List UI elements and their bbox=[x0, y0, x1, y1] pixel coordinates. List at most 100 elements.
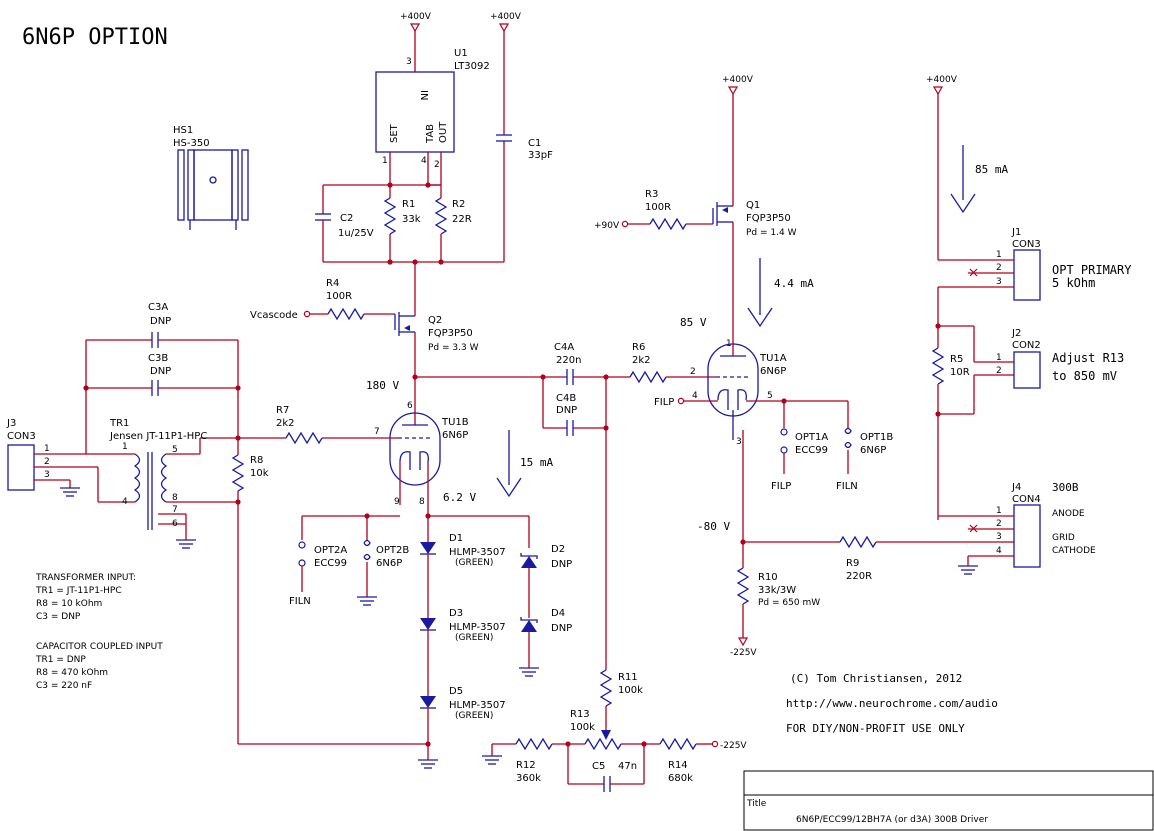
svg-text:OPT2B: OPT2B bbox=[376, 545, 409, 556]
svg-text:6N6P/ECC99/12BH7A (or d3A) 300: 6N6P/ECC99/12BH7A (or d3A) 300B Driver bbox=[796, 815, 988, 825]
svg-text:4: 4 bbox=[421, 156, 427, 166]
svg-text:47n: 47n bbox=[618, 761, 637, 772]
svg-text:8: 8 bbox=[172, 493, 178, 503]
svg-text:Adjust R13: Adjust R13 bbox=[1052, 351, 1124, 365]
svg-text:2: 2 bbox=[996, 366, 1002, 376]
svg-text:2: 2 bbox=[434, 160, 440, 170]
svg-text:(GREEN): (GREEN) bbox=[455, 633, 493, 643]
svg-text:100R: 100R bbox=[645, 202, 671, 213]
svg-text:OPT1A: OPT1A bbox=[795, 432, 828, 443]
svg-text:2: 2 bbox=[996, 519, 1002, 529]
svg-text:CATHODE: CATHODE bbox=[1052, 546, 1096, 556]
svg-text:R14: R14 bbox=[668, 760, 688, 771]
svg-text:C5: C5 bbox=[592, 761, 605, 772]
svg-text:-80 V: -80 V bbox=[697, 520, 730, 533]
tu1b-triode: 6 TU1B 6N6P 9 8 7 R7 2k2 bbox=[200, 400, 469, 515]
svg-text:1: 1 bbox=[44, 444, 50, 454]
svg-text:HS-350: HS-350 bbox=[173, 138, 210, 149]
svg-text:R2: R2 bbox=[452, 199, 465, 210]
svg-text:C4A: C4A bbox=[554, 342, 574, 353]
svg-text:D4: D4 bbox=[551, 608, 565, 619]
svg-text:CON3: CON3 bbox=[7, 431, 36, 442]
svg-text:HLMP-3507: HLMP-3507 bbox=[449, 700, 506, 711]
u1-ref: U1 bbox=[454, 48, 468, 59]
svg-text:1: 1 bbox=[996, 506, 1002, 516]
svg-text:TR1 = JT-11P1-HPC: TR1 = JT-11P1-HPC bbox=[35, 586, 122, 596]
svg-text:HLMP-3507: HLMP-3507 bbox=[449, 547, 506, 558]
svg-text:2: 2 bbox=[44, 457, 50, 467]
svg-text:4: 4 bbox=[692, 391, 698, 401]
svg-text:DNP: DNP bbox=[551, 559, 572, 570]
svg-text:2: 2 bbox=[996, 263, 1002, 273]
svg-text:Title: Title bbox=[746, 799, 767, 809]
svg-text:33pF: 33pF bbox=[528, 150, 553, 161]
svg-text:10k: 10k bbox=[250, 468, 269, 479]
input-section: J3 CON3 1 2 3 1 4 5 8 7 6 TR1 Jensen bbox=[6, 302, 428, 745]
svg-text:R8 = 10 kOhm: R8 = 10 kOhm bbox=[36, 599, 102, 609]
node-180v: 180 V C4A 220n C4B DNP R6 2k2 2 bbox=[366, 342, 716, 670]
svg-text:FILN: FILN bbox=[289, 596, 311, 607]
svg-text:FOR DIY/NON-PROFIT USE ONLY: FOR DIY/NON-PROFIT USE ONLY bbox=[786, 722, 965, 735]
svg-text:TAB: TAB bbox=[425, 124, 436, 144]
svg-text:6N6P: 6N6P bbox=[760, 366, 786, 377]
svg-text:R6: R6 bbox=[632, 342, 645, 353]
svg-text:6N6P: 6N6P bbox=[860, 445, 886, 456]
svg-text:FILP: FILP bbox=[654, 397, 674, 408]
svg-text:C3 = 220 nF: C3 = 220 nF bbox=[36, 681, 92, 691]
supply-u1: +400V bbox=[400, 12, 432, 22]
supply-j1: +400V bbox=[926, 75, 958, 85]
svg-text:J3: J3 bbox=[6, 418, 16, 429]
u1-part: LT3092 bbox=[454, 61, 490, 72]
svg-text:(GREEN): (GREEN) bbox=[455, 558, 493, 568]
svg-text:OPT PRIMARY: OPT PRIMARY bbox=[1052, 263, 1132, 277]
svg-text:ECC99: ECC99 bbox=[314, 558, 347, 569]
svg-text:C4B: C4B bbox=[556, 393, 576, 404]
svg-text:6.2 V: 6.2 V bbox=[443, 491, 476, 504]
svg-text:100k: 100k bbox=[570, 722, 595, 733]
svg-text:(GREEN): (GREEN) bbox=[455, 711, 493, 721]
svg-text:6: 6 bbox=[172, 519, 178, 529]
svg-text:6N6P: 6N6P bbox=[442, 430, 468, 441]
svg-text:5 kOhm: 5 kOhm bbox=[1052, 276, 1095, 290]
svg-text:ANODE: ANODE bbox=[1052, 509, 1085, 519]
svg-text:1u/25V: 1u/25V bbox=[338, 228, 374, 239]
svg-text:15 mA: 15 mA bbox=[520, 456, 553, 469]
title-block: Title 6N6P/ECC99/12BH7A (or d3A) 300B Dr… bbox=[743, 770, 1154, 831]
tu1a-triode: 1 TU1A 6N6P FILP 4 5 3 FILP OPT1A ECC99 … bbox=[654, 339, 893, 542]
svg-text:1: 1 bbox=[996, 250, 1002, 260]
svg-text:D3: D3 bbox=[449, 608, 463, 619]
svg-text:4.4 mA: 4.4 mA bbox=[774, 277, 814, 290]
svg-text:85 V: 85 V bbox=[680, 316, 707, 329]
svg-text:33k: 33k bbox=[402, 214, 421, 225]
svg-text:R10: R10 bbox=[758, 572, 778, 583]
node-m80v: -80 V R9 220R -225V R10 33k/3W Pd = 650 … bbox=[697, 520, 1014, 658]
svg-text:100R: 100R bbox=[326, 291, 352, 302]
svg-text:R3: R3 bbox=[645, 189, 658, 200]
svg-text:D2: D2 bbox=[551, 544, 565, 555]
svg-text:220n: 220n bbox=[556, 355, 581, 366]
svg-text:100k: 100k bbox=[618, 685, 643, 696]
schematic-title: 6N6P OPTION bbox=[22, 25, 168, 50]
opt2-jumpers: FILN OPT2A ECC99 OPT2B 6N6P bbox=[289, 513, 409, 607]
svg-text:J2: J2 bbox=[1011, 328, 1021, 339]
svg-text:TU1B: TU1B bbox=[441, 417, 469, 428]
svg-text:to 850 mV: to 850 mV bbox=[1052, 369, 1117, 383]
svg-text:3: 3 bbox=[996, 532, 1002, 542]
svg-text:CON2: CON2 bbox=[1012, 340, 1041, 351]
led-stack: D1 HLMP-3507 (GREEN) D3 HLMP-3507 (GREEN… bbox=[418, 513, 572, 769]
svg-text:FILN: FILN bbox=[836, 481, 858, 492]
svg-text:DNP: DNP bbox=[551, 623, 572, 634]
svg-text:1: 1 bbox=[996, 353, 1002, 363]
svg-text:FQP3P50: FQP3P50 bbox=[746, 213, 791, 224]
svg-text:2k2: 2k2 bbox=[632, 355, 651, 366]
svg-text:C3B: C3B bbox=[148, 353, 168, 364]
svg-text:3: 3 bbox=[44, 470, 50, 480]
svg-text:R8: R8 bbox=[250, 455, 263, 466]
svg-text:R13: R13 bbox=[570, 709, 590, 720]
svg-text:300B: 300B bbox=[1052, 481, 1079, 494]
svg-text:CON3: CON3 bbox=[1012, 239, 1041, 250]
svg-text:Pd = 650 mW: Pd = 650 mW bbox=[758, 598, 820, 608]
svg-text:GRID: GRID bbox=[1052, 533, 1075, 543]
svg-text:DNP: DNP bbox=[150, 316, 171, 327]
